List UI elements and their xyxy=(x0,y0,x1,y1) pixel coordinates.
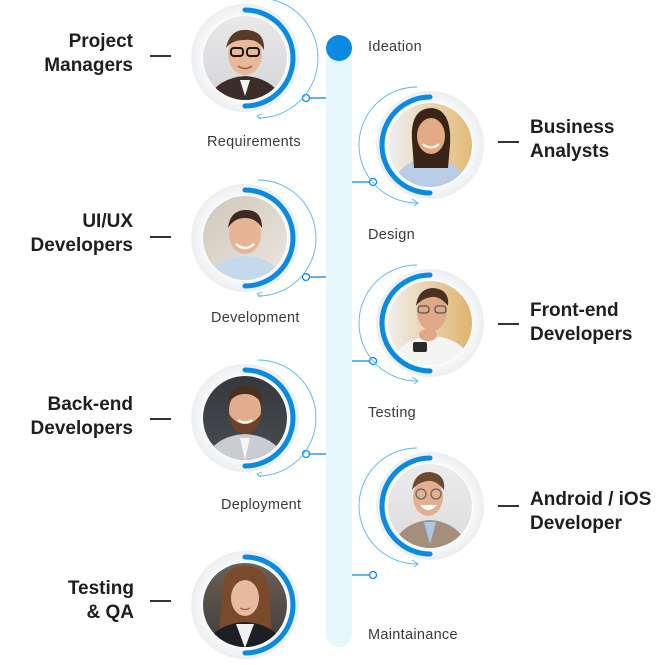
avatar-front-end-developers xyxy=(358,264,484,385)
role-front-end-developers: Front-end Developers xyxy=(530,299,632,347)
role-line: UI/UX xyxy=(82,211,133,232)
role-line: Developer xyxy=(530,513,622,534)
role-dash xyxy=(150,600,171,602)
stage-development: Development xyxy=(211,310,300,326)
role-line: Developers xyxy=(30,235,133,256)
stage-deployment: Deployment xyxy=(221,497,302,513)
role-line: & QA xyxy=(86,602,135,623)
role-dash xyxy=(498,323,519,325)
timeline-start-dot xyxy=(326,35,352,61)
role-line: Testing xyxy=(67,578,134,599)
role-dash xyxy=(150,236,171,238)
role-line: Android / iOS xyxy=(530,489,652,510)
role-line: Managers xyxy=(44,55,133,76)
stage-testing: Testing xyxy=(368,405,417,421)
role-dash xyxy=(150,418,171,420)
role-line: Business xyxy=(530,117,615,138)
avatar-android-ios-developer xyxy=(358,447,484,568)
role-testing-qa: Testing & QA xyxy=(68,577,134,625)
stage-ideation: Ideation xyxy=(368,39,422,55)
avatar-business-analysts xyxy=(358,86,484,207)
avatar-ui-ux-developers xyxy=(191,179,317,298)
role-dash xyxy=(150,55,171,57)
timeline-track xyxy=(326,40,352,647)
role-dash xyxy=(498,141,519,143)
avatar-testing-qa xyxy=(191,551,299,659)
role-ui-ux-developers: UI/UX Developers xyxy=(31,210,133,258)
stage-maintainance: Maintainance xyxy=(368,627,458,643)
role-line: Developers xyxy=(530,324,633,345)
stage-requirements: Requirements xyxy=(207,134,301,150)
avatar-back-end-developers xyxy=(191,359,317,478)
avatar-project-managers xyxy=(191,0,319,120)
stage-design: Design xyxy=(368,227,415,243)
role-line: Analysts xyxy=(530,141,610,162)
role-dash xyxy=(498,505,519,507)
role-back-end-developers: Back-end Developers xyxy=(31,393,133,441)
role-business-analysts: Business Analysts xyxy=(530,116,614,164)
role-android-ios-developer: Android / iOS Developer xyxy=(530,488,651,536)
role-line: Front-end xyxy=(530,300,619,321)
role-project-managers: Project Managers xyxy=(44,30,133,78)
role-line: Project xyxy=(68,31,133,52)
role-line: Developers xyxy=(30,418,133,439)
role-line: Back-end xyxy=(47,394,133,415)
